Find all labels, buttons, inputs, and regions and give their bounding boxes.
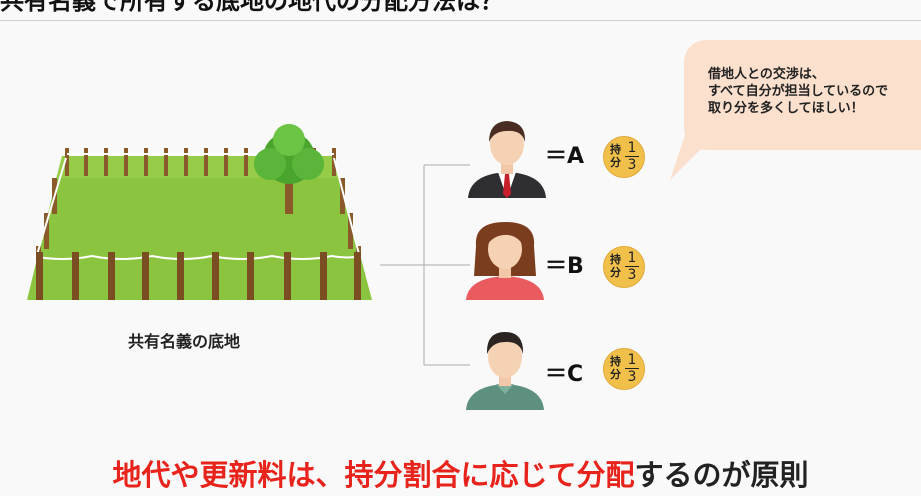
land-illustration (27, 124, 372, 300)
share-coin-c: 持分 1 3 (603, 348, 645, 390)
conclusion-rest: するのが原則 (634, 458, 809, 492)
share-numerator: 1 (627, 250, 637, 266)
share-fraction: 1 3 (624, 250, 640, 283)
share-denominator: 3 (627, 267, 637, 283)
owner-a-label: ＝A (545, 144, 585, 169)
man-icon (466, 332, 544, 410)
owner-c-label: ＝C (545, 362, 584, 387)
speech-line: すべて自分が担当しているので (708, 84, 889, 99)
share-word: 持分 (610, 253, 621, 279)
speech-line: 借地人との交渉は、 (708, 67, 825, 82)
share-coin-a: 持分 1 3 (603, 136, 645, 178)
page-title: 共有名義で所有する底地の地代の分配方法は？ (0, 0, 504, 15)
share-word: 持分 (610, 355, 621, 381)
conclusion-emphasis: 地代や更新料は、持分割合に応じて分配 (112, 458, 635, 492)
speech-bubble-text: 借地人との交渉は、 すべて自分が担当しているので 取り分を多くしてほしい！ (708, 66, 888, 117)
land-caption: 共有名義の底地 (128, 332, 241, 351)
share-numerator: 1 (627, 140, 637, 156)
speech-line: 取り分を多くしてほしい！ (708, 101, 864, 116)
woman-icon (466, 222, 544, 300)
share-numerator: 1 (627, 352, 637, 368)
share-fraction: 1 3 (624, 352, 640, 385)
header-divider (0, 20, 921, 21)
back-fence (65, 148, 336, 176)
businessman-icon (468, 121, 546, 198)
speech-bubble (684, 40, 921, 150)
owner-b-label: ＝B (545, 254, 584, 279)
front-fence (36, 252, 361, 300)
share-word: 持分 (610, 143, 621, 169)
share-denominator: 3 (627, 157, 637, 173)
share-fraction: 1 3 (624, 140, 640, 173)
share-denominator: 3 (627, 369, 637, 385)
owner-bracket (380, 164, 470, 366)
conclusion: 地代や更新料は、持分割合に応じて分配するのが原則 (0, 452, 921, 494)
tree-icon (254, 124, 324, 214)
share-coin-b: 持分 1 3 (603, 246, 645, 288)
